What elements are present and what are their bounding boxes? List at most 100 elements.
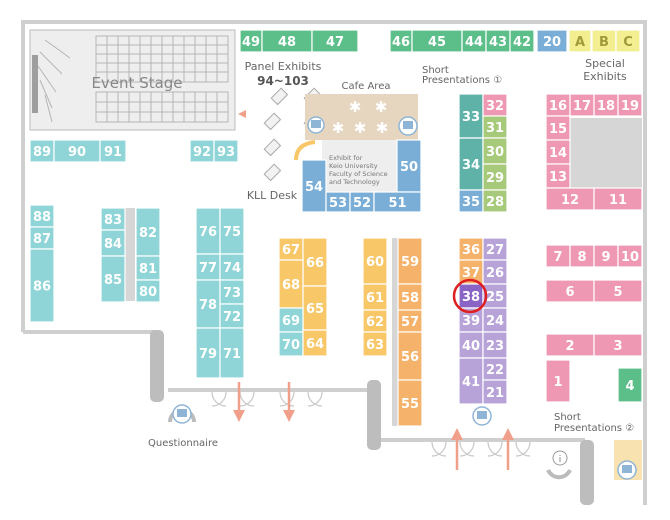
booth-number: 75: [223, 225, 241, 240]
booth-number: 76: [199, 225, 217, 240]
booth-number: 34: [462, 158, 480, 173]
booth-9: 9: [593, 244, 619, 268]
booth-number: 48: [278, 35, 296, 50]
special-exhibits-label: Special: [585, 57, 625, 70]
booth-number: 28: [486, 195, 504, 210]
keio-label-line: and Technology: [329, 178, 380, 186]
booth-number: 57: [401, 315, 419, 330]
booth-number: C: [623, 35, 633, 50]
booth-79: 79: [195, 327, 221, 379]
booth-rect: [593, 333, 643, 357]
booth-number: 22: [486, 363, 504, 378]
booth-50: 50: [396, 139, 422, 193]
booth-number: 55: [401, 397, 419, 412]
booth-rect: [135, 255, 161, 281]
booth-rect: [397, 331, 423, 381]
booth-29: 29: [482, 163, 508, 191]
booth-71: 71: [219, 327, 245, 379]
booth-87: 87: [29, 226, 55, 250]
booth-number: 88: [33, 210, 51, 225]
booth-34: 34: [458, 137, 484, 191]
booth-rect: [482, 331, 508, 359]
booth-72: 72: [219, 303, 245, 329]
booth-number: 50: [400, 160, 418, 175]
booth-number: 86: [33, 280, 51, 295]
short-pres-2-label: Short: [554, 412, 581, 423]
booth-58: 58: [397, 283, 423, 311]
booth-number: 66: [306, 256, 324, 271]
keio-label-line: Faculty of Science: [329, 170, 388, 178]
booth-rect: [301, 159, 327, 213]
booth-92: 92: [189, 139, 215, 163]
booth-number: 40: [462, 339, 480, 354]
booth-rect: [100, 255, 126, 303]
booth-73: 73: [219, 279, 245, 305]
booth-rect: [568, 29, 592, 53]
booth-A: A: [568, 29, 592, 53]
booth-75: 75: [219, 207, 245, 255]
booth-1: 1: [545, 359, 571, 403]
booth-13: 13: [545, 163, 571, 189]
booth-26: 26: [482, 259, 508, 285]
presentation-icon: [472, 406, 492, 426]
booth-rect: [373, 191, 422, 213]
panel-exhibits-label: Panel Exhibits: [245, 60, 322, 73]
booth-80: 80: [135, 279, 161, 303]
booth-rect: [195, 279, 221, 329]
booth-16: 16: [545, 93, 571, 117]
booth-89: 89: [29, 139, 55, 163]
keio-exhibit: Exhibit for Keio University Faculty of S…: [322, 140, 397, 192]
booth-3: 3: [593, 333, 643, 357]
booth-number: A: [575, 35, 585, 50]
panel-exhibits-range: 94~103: [257, 74, 309, 88]
booth-rect: [219, 303, 245, 329]
booth-number: 21: [486, 386, 504, 401]
presentation-icon: [307, 116, 325, 134]
booth-68: 68: [278, 259, 304, 309]
booth-number: 46: [392, 35, 410, 50]
booth-59: 59: [397, 237, 423, 285]
highlight-ring: [452, 278, 488, 314]
booth-rect: [213, 139, 239, 163]
booth-number: 89: [33, 145, 51, 160]
booth-number: B: [599, 35, 609, 50]
booth-61: 61: [362, 283, 388, 311]
booth-number: 58: [401, 291, 419, 306]
booth-number: 56: [401, 350, 419, 365]
booth-57: 57: [397, 309, 423, 333]
booth-number: 24: [486, 314, 504, 329]
booth-53: 53: [325, 191, 351, 213]
booth-number: 39: [462, 314, 480, 329]
booth-number: 83: [104, 213, 122, 228]
booth-number: 36: [462, 243, 480, 258]
svg-text:✱: ✱: [354, 119, 367, 137]
questionnaire-label: Questionnaire: [148, 438, 218, 449]
booth-48: 48: [261, 29, 313, 53]
booth-number: 43: [489, 35, 507, 50]
booth-number: 87: [33, 232, 51, 247]
booth-91: 91: [99, 139, 127, 163]
booth-number: 68: [282, 278, 300, 293]
booth-number: 2: [565, 339, 574, 354]
booth-64: 64: [302, 329, 328, 357]
booth-rect: [482, 137, 508, 165]
booth-76: 76: [195, 207, 221, 255]
booth-number: 78: [199, 298, 217, 313]
booth-rect: [29, 248, 55, 323]
booth-4: 4: [617, 367, 643, 403]
booth-number: 3: [613, 339, 622, 354]
booth-14: 14: [545, 139, 571, 165]
booth-88: 88: [29, 204, 55, 228]
booth-number: 17: [573, 99, 591, 114]
booth-number: 80: [139, 285, 157, 300]
booth-number: 62: [366, 315, 384, 330]
booth-number: 29: [486, 171, 504, 186]
booth-number: 9: [601, 250, 610, 265]
booth-55: 55: [397, 379, 423, 427]
booth-number: 64: [306, 337, 324, 352]
booth-number: 20: [543, 35, 561, 50]
direction-arrow-icon: [238, 110, 246, 118]
booth-18: 18: [593, 93, 619, 117]
booth-rect: [302, 237, 328, 287]
cafe-area-label: Cafe Area: [342, 81, 391, 92]
